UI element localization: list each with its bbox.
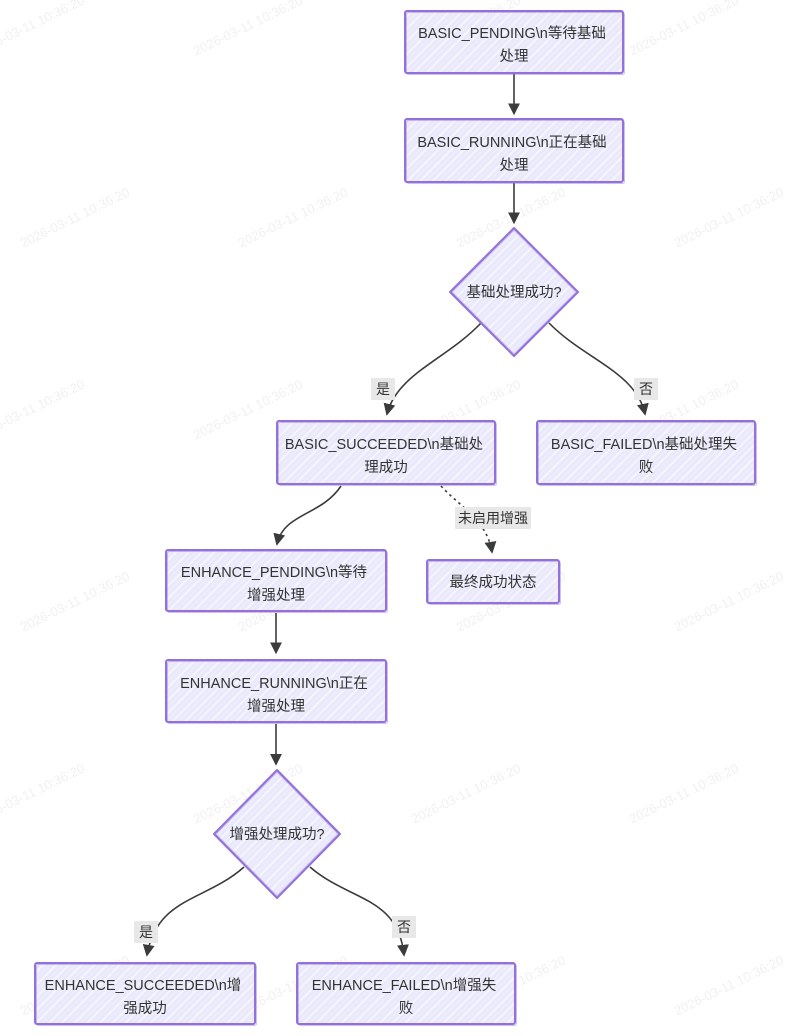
svg-text:ENHANCE_FAILED\n增强失 败: ENHANCE_FAILED\n增强失 败	[312, 977, 501, 1017]
svg-text:最终成功状态: 最终成功状态	[450, 574, 537, 591]
svg-text:BASIC_FAILED\n基础处理失 败: BASIC_FAILED\n基础处理失 败	[551, 436, 741, 476]
edge-decision-enhance-yes	[142, 866, 245, 957]
edge-label-basic-yes: 是	[371, 378, 395, 400]
edge-decision-basic-no	[548, 322, 649, 416]
node-enhance-pending: ENHANCE_PENDING\n等待 增强处理	[165, 549, 388, 613]
svg-text:否: 否	[397, 919, 411, 935]
node-enhance-succeeded: ENHANCE_SUCCEEDED\n增 强成功	[34, 962, 257, 1026]
node-decision-basic-diamond: 基础处理成功?	[449, 227, 579, 357]
node-basic-failed: BASIC_FAILED\n基础处理失 败	[536, 420, 757, 486]
node-enhance-running: ENHANCE_RUNNING\n正在 增强处理	[165, 659, 388, 724]
svg-text:BASIC_RUNNING\n正在基础 处理: BASIC_RUNNING\n正在基础 处理	[417, 134, 610, 174]
edge-label-basic-no: 否	[634, 378, 658, 400]
svg-text:ENHANCE_PENDING\n等待 增强: ENHANCE_PENDING\n等待 增强处理	[181, 563, 371, 604]
node-decision-enhance-diamond: 增强处理成功?	[213, 769, 341, 899]
svg-text:是: 是	[376, 381, 390, 397]
svg-text:基础处理成功?: 基础处理成功?	[466, 284, 561, 301]
node-basic-succeeded: BASIC_SUCCEEDED\n基础处 理成功	[276, 420, 497, 486]
edge-label-enhance-yes: 是	[134, 921, 158, 943]
svg-text:否: 否	[639, 381, 653, 397]
node-basic-pending: BASIC_PENDING\n等待基础 处理	[404, 10, 625, 75]
node-basic-running: BASIC_RUNNING\n正在基础 处理	[404, 118, 625, 184]
svg-text:ENHANCE_RUNNING\n正在 增强: ENHANCE_RUNNING\n正在 增强处理	[180, 675, 372, 715]
edge-decision-basic-yes	[383, 322, 482, 416]
node-final-success: 最终成功状态	[426, 559, 561, 605]
svg-text:是: 是	[139, 924, 153, 940]
edge-label-enhance-no: 否	[392, 916, 416, 938]
edge-label-no-enhance: 未启用增强	[455, 507, 531, 529]
svg-text:BASIC_PENDING\n等待基础 处理: BASIC_PENDING\n等待基础 处理	[418, 24, 610, 65]
edge-decision-enhance-no	[309, 866, 409, 957]
svg-text:BASIC_SUCCEEDED\n基础处 理: BASIC_SUCCEEDED\n基础处 理成功	[285, 436, 487, 476]
svg-text:ENHANCE_SUCCEEDED\n增 强: ENHANCE_SUCCEEDED\n增 强成功	[45, 977, 246, 1017]
edge-succeeded-to-enhance-pending	[273, 485, 342, 546]
svg-text:未启用增强: 未启用增强	[458, 510, 528, 526]
edge-succeeded-to-final-dotted	[440, 485, 497, 554]
svg-text:增强处理成功?: 增强处理成功?	[229, 826, 324, 843]
node-enhance-failed: ENHANCE_FAILED\n增强失 败	[296, 962, 517, 1026]
